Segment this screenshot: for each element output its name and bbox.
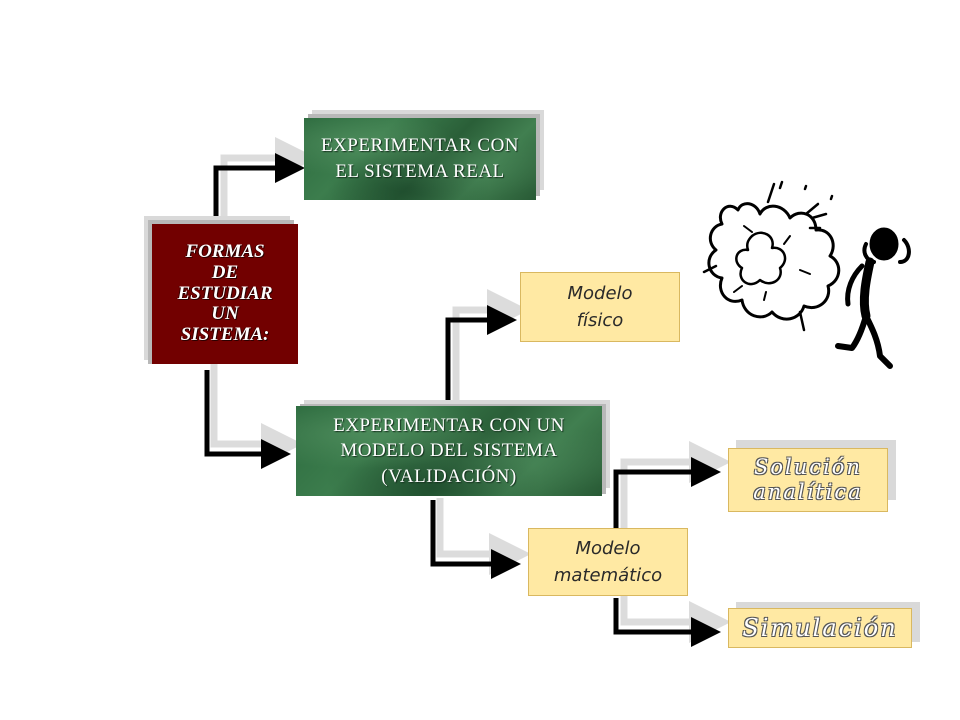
real-system-line: EL SISTEMA REAL: [335, 161, 505, 182]
math-model-line: Modelo: [575, 538, 641, 559]
real-system-line: EXPERIMENTAR CON: [320, 135, 520, 157]
math-model-node: Modelo matemático: [528, 528, 688, 596]
physical-model-node: Modelo físico: [520, 272, 680, 342]
root-node-line: SISTEMA:: [180, 324, 270, 346]
analytic-solution-line: analítica: [753, 480, 863, 504]
analytic-solution-line: Solución: [754, 454, 862, 479]
model-system-node: EXPERIMENTAR CON UN MODELO DEL SISTEMA (…: [296, 406, 602, 496]
model-system-line: EXPERIMENTAR CON UN: [333, 414, 565, 436]
model-system-line: (VALIDACIÓN): [381, 465, 517, 487]
connector-model-to-physical: [445, 289, 529, 404]
root-node-line: ESTUDIAR: [177, 282, 273, 304]
simulation-node: Simulación: [728, 608, 912, 648]
physical-model-line: Modelo: [567, 283, 633, 304]
physical-model-line: físico: [576, 310, 624, 331]
connector-root-to-real: [213, 137, 317, 228]
model-system-line: MODELO DEL SISTEMA: [340, 440, 558, 462]
root-node-line: UN: [211, 303, 239, 325]
real-system-node: EXPERIMENTAR CON EL SISTEMA REAL: [304, 118, 536, 200]
analytic-solution-node: Solución analítica: [728, 448, 888, 512]
confused-thinker-icon: [702, 180, 911, 369]
connector-root-to-model: [204, 364, 303, 469]
math-model-line: matemático: [553, 565, 663, 586]
root-node-line: DE: [211, 261, 239, 283]
connector-model-to-math: [430, 498, 531, 579]
root-node-line: FORMAS: [185, 240, 265, 262]
simulation-line: Simulación: [742, 613, 898, 642]
connector-math-to-analytic: [613, 441, 731, 530]
root-node: FORMAS DE ESTUDIAR UN SISTEMA:: [152, 224, 298, 364]
connector-math-to-simulation: [613, 596, 731, 647]
